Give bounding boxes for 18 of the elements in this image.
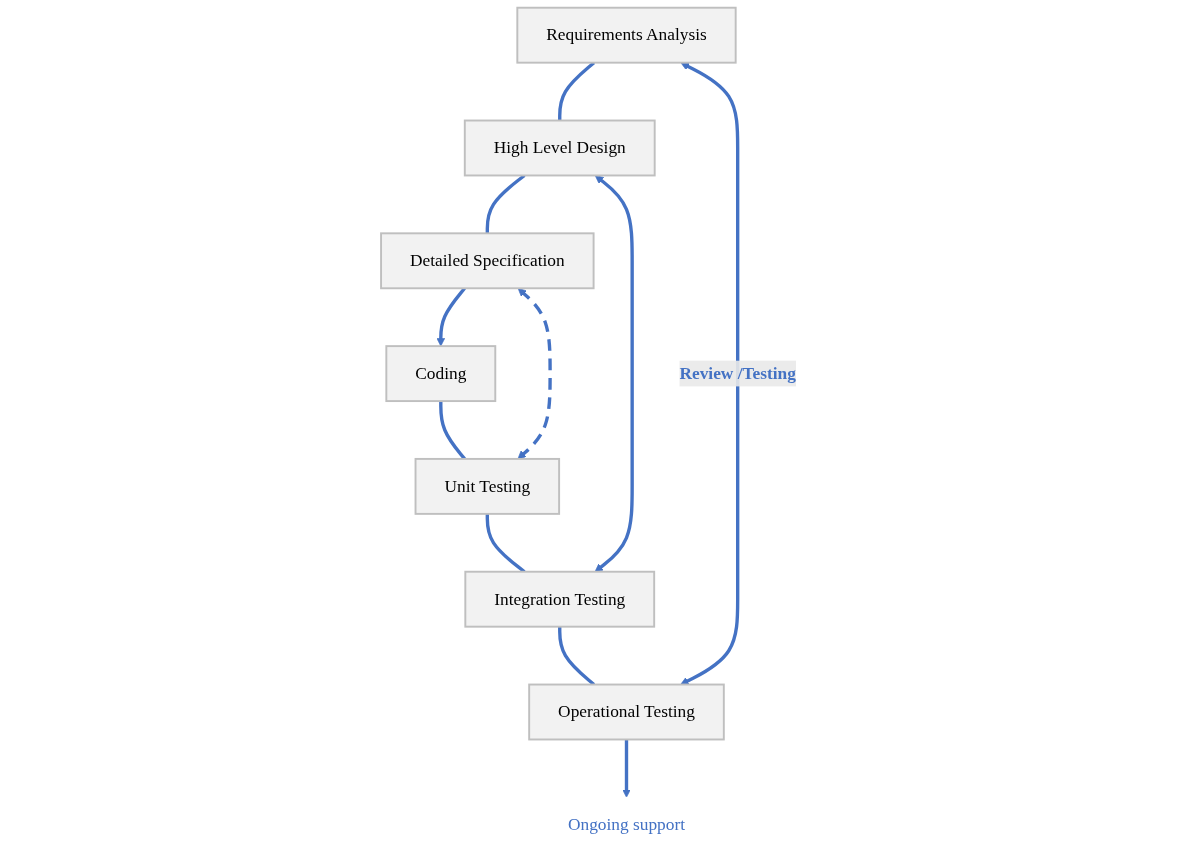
node-box: Integration Testing <box>464 570 656 628</box>
connector <box>485 174 526 234</box>
arrow <box>594 175 634 573</box>
edge-label: Review /Testing <box>679 363 796 383</box>
node-text: Ongoing support <box>567 814 686 834</box>
connector <box>558 626 596 686</box>
arrow <box>517 288 552 460</box>
node-box: Unit Testing <box>414 457 561 515</box>
node-box: Detailed Specification <box>380 232 595 290</box>
connector <box>439 401 466 460</box>
node-box: High Level Design <box>463 119 656 177</box>
node-box: Coding <box>385 345 497 403</box>
arrow <box>680 62 740 685</box>
node-box: Operational Testing <box>528 683 725 741</box>
connector <box>558 61 596 121</box>
arrow <box>436 287 466 347</box>
node-box: Requirements Analysis <box>516 6 737 64</box>
arrow <box>622 739 631 798</box>
